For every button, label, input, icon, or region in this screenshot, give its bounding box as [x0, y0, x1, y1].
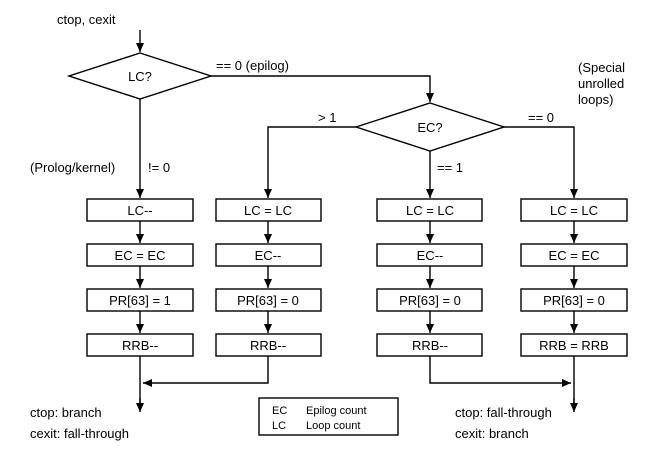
- arrow-ec-gt1: [264, 126, 356, 198]
- col3-step-1: LC = LC: [406, 203, 454, 218]
- legend-box: [258, 397, 399, 436]
- legend-ec-text: Epilog count: [306, 405, 367, 417]
- legend-ec-abbr: EC: [272, 405, 287, 417]
- col4-step-3: PR[63] = 0: [543, 293, 605, 308]
- label-special-1: (Special: [578, 60, 625, 75]
- label-ec-zero: == 0: [528, 110, 554, 125]
- col2-step-4: RRB--: [250, 338, 286, 353]
- col2-step-1: LC = LC: [244, 203, 292, 218]
- column-4: LC = LC EC = EC PR[63] = 0 RRB = RRB: [520, 198, 628, 357]
- arrow-ec-zero: [504, 126, 578, 198]
- decision-lc-label: LC?: [128, 69, 152, 84]
- label-lc-zero: == 0 (epilog): [216, 58, 289, 73]
- legend-lc-abbr: LC: [272, 420, 286, 432]
- decision-ec-label: EC?: [417, 120, 442, 135]
- merge-right-join: [429, 356, 571, 387]
- outcome-left-line1: ctop: branch: [30, 405, 102, 420]
- column-3: LC = LC EC-- PR[63] = 0 RRB--: [376, 198, 483, 357]
- label-ec-gt1: > 1: [318, 110, 336, 125]
- col1-step-1: LC--: [127, 203, 152, 218]
- col1-step-2: EC = EC: [115, 248, 166, 263]
- outcome-right-line2: cexit: branch: [455, 426, 529, 441]
- col3-step-3: PR[63] = 0: [399, 293, 461, 308]
- col4-step-1: LC = LC: [550, 203, 598, 218]
- outcome-right-line1: ctop: fall-through: [455, 405, 552, 420]
- decision-ec: EC?: [353, 102, 507, 152]
- merge-left-join: [143, 356, 269, 387]
- col1-step-3: PR[63] = 1: [109, 293, 171, 308]
- col2-step-2: EC--: [255, 248, 282, 263]
- legend-lc-text: Loop count: [306, 420, 360, 432]
- col1-step-4: RRB--: [122, 338, 158, 353]
- column-1: LC-- EC = EC PR[63] = 1 RRB--: [86, 198, 194, 357]
- entry-label: ctop, cexit: [57, 12, 116, 27]
- legend: EC Epilog count LC Loop count: [258, 397, 399, 436]
- label-special-3: loops): [578, 92, 613, 107]
- label-ec-eq1: == 1: [437, 160, 463, 175]
- label-lc-nonzero: != 0: [148, 160, 170, 175]
- col4-step-4: RRB = RRB: [539, 338, 609, 353]
- column-2: LC = LC EC-- PR[63] = 0 RRB--: [215, 198, 322, 357]
- col2-step-3: PR[63] = 0: [237, 293, 299, 308]
- col3-step-4: RRB--: [412, 338, 448, 353]
- arrow-lc-zero: [211, 75, 434, 102]
- col3-step-2: EC--: [417, 248, 444, 263]
- outcome-left-line2: cexit: fall-through: [30, 426, 129, 441]
- decision-lc: LC?: [66, 52, 214, 100]
- label-prolog-kernel: (Prolog/kernel): [30, 160, 115, 175]
- label-special-2: unrolled: [578, 76, 624, 91]
- col4-step-2: EC = EC: [549, 248, 600, 263]
